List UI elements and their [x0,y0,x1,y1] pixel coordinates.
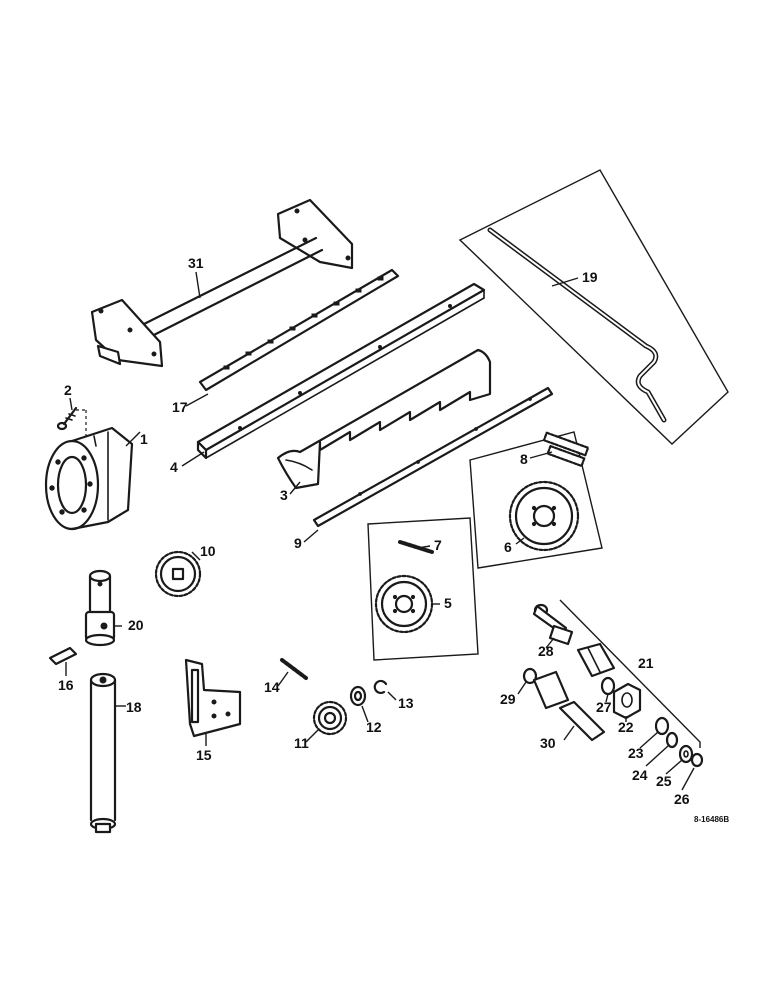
washer-27-part [600,676,616,696]
sprocket-hub-part [312,700,348,736]
washers-23-26-part [654,716,704,768]
callout-14: 14 [264,679,280,695]
sprocket-box-right [469,431,603,569]
callout-29: 29 [500,691,516,707]
callout-16: 16 [58,677,74,693]
snap-ring-part [373,679,388,695]
long-strip-part [312,386,554,528]
bracket-part [184,658,242,738]
callout-23: 23 [628,745,644,761]
chain-block-part [542,431,590,468]
callout-21: 21 [638,655,654,671]
callout-11: 11 [294,735,309,751]
drawing-code: 8-16486B [694,815,729,824]
bolt-part [56,406,87,440]
angle-bar-part [196,282,486,460]
pin-part [48,646,78,666]
callout-27: 27 [596,699,612,715]
callout-13: 13 [398,695,414,711]
idler-assembly-outline [559,599,701,748]
bushing-part [349,685,367,707]
nut-22-part [612,682,642,720]
callout-6: 6 [504,539,512,555]
sprocket-large-part [374,574,434,634]
long-shaft-part [89,672,117,834]
sprocket-small-part [154,550,202,598]
callout-19: 19 [582,269,598,285]
chain-segment-part [398,540,434,554]
idler-shaft-part [532,603,574,646]
callout-25: 25 [656,773,672,789]
callout-20: 20 [128,617,144,633]
shield-plate-part [276,348,492,490]
leader-lines [65,271,695,791]
callout-7: 7 [434,537,442,553]
callout-3: 3 [280,487,288,503]
support-frame-part [90,198,354,368]
spacer-tube-part [576,642,616,678]
bearing-housing-part [44,426,134,531]
callout-15: 15 [196,747,212,763]
callout-31: 31 [188,255,204,271]
callout-5: 5 [444,595,452,611]
callout-12: 12 [366,719,382,735]
callout-24: 24 [632,767,648,783]
callout-10: 10 [200,543,216,559]
sprocket-box-left [367,517,479,661]
callout-4: 4 [170,459,178,475]
callout-8: 8 [520,451,528,467]
callout-22: 22 [618,719,634,735]
sprocket-largest-part [508,480,580,552]
shaft-collar-part [84,569,116,647]
chain-short-part [280,658,308,680]
callout-30: 30 [540,735,556,751]
slotted-bar-part [198,268,400,392]
callout-28: 28 [538,643,554,659]
callout-1: 1 [140,431,148,447]
washer-29-part [522,667,538,685]
bushing-30-part [532,670,606,742]
callout-2: 2 [64,382,72,398]
callout-17: 17 [172,399,188,415]
bent-rod-part [487,227,667,423]
callout-18: 18 [126,699,142,715]
rod-box-outline [458,169,729,445]
callout-26: 26 [674,791,690,807]
callout-9: 9 [294,535,302,551]
